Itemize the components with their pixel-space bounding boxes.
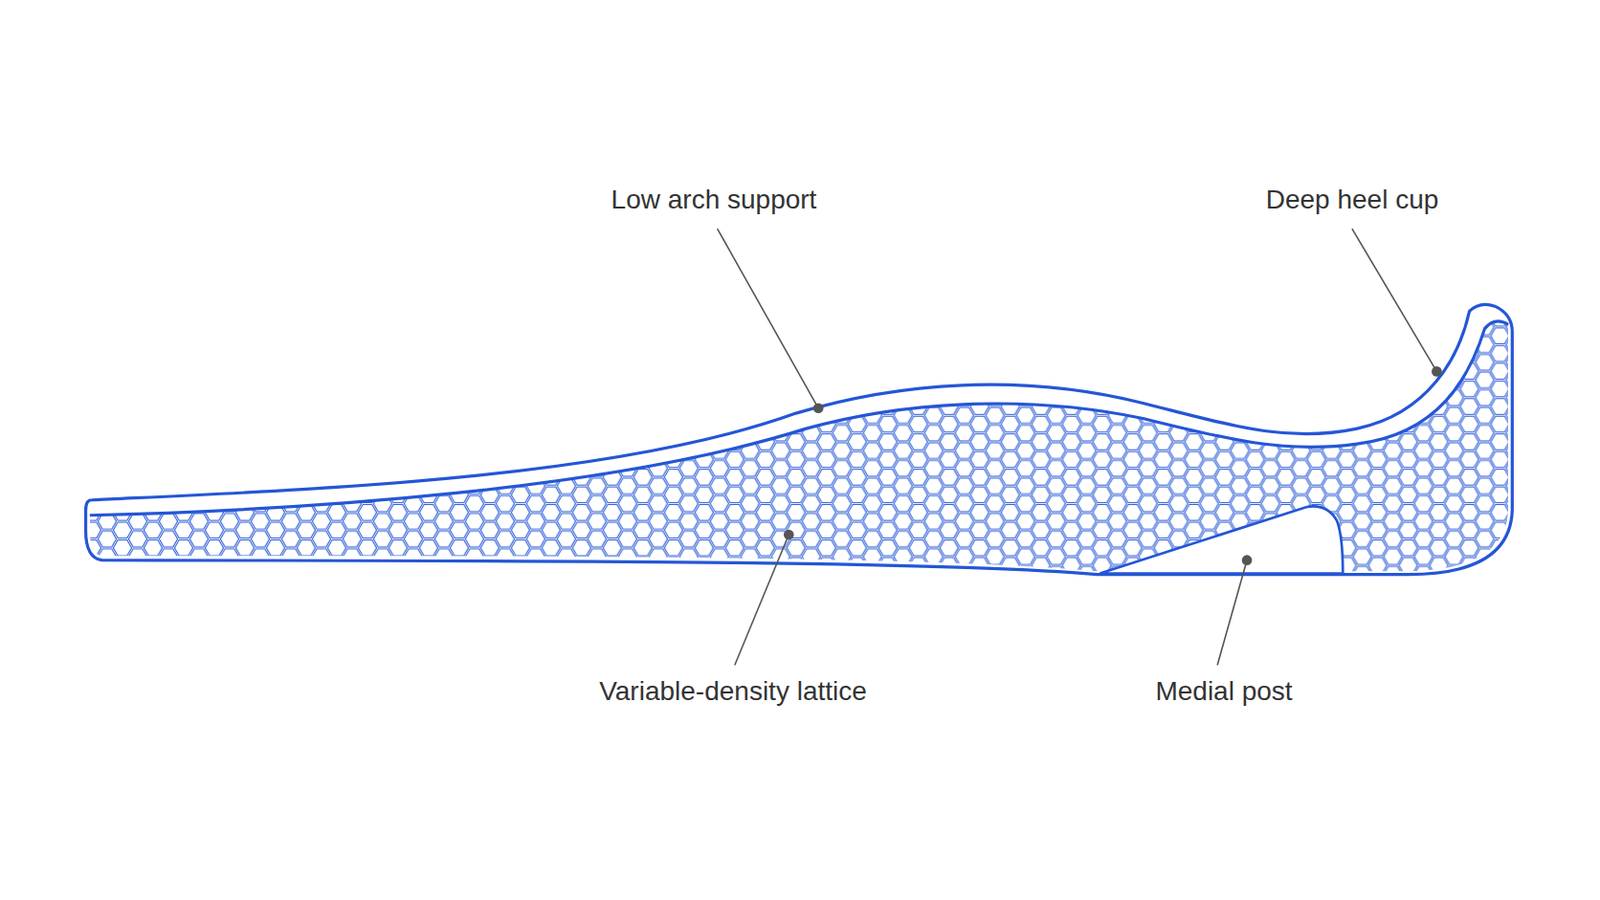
leader-line	[1217, 560, 1247, 667]
part-label: Low arch support	[611, 184, 818, 216]
leader-dot	[1431, 366, 1443, 378]
leader-line	[717, 228, 820, 409]
part-label: Medial post	[1155, 676, 1292, 708]
leader-line	[1352, 228, 1438, 372]
leader-dot	[813, 402, 824, 414]
lattice-fill	[81, 286, 1521, 582]
medial-post	[1100, 506, 1344, 574]
leader-dot	[783, 530, 795, 541]
leader-dot	[1242, 555, 1253, 566]
leader-line	[734, 534, 790, 666]
part-label: Deep heel cup	[1266, 184, 1440, 216]
part-label: Variable-density lattice	[599, 676, 867, 708]
lattice-top-line	[89, 321, 1509, 516]
